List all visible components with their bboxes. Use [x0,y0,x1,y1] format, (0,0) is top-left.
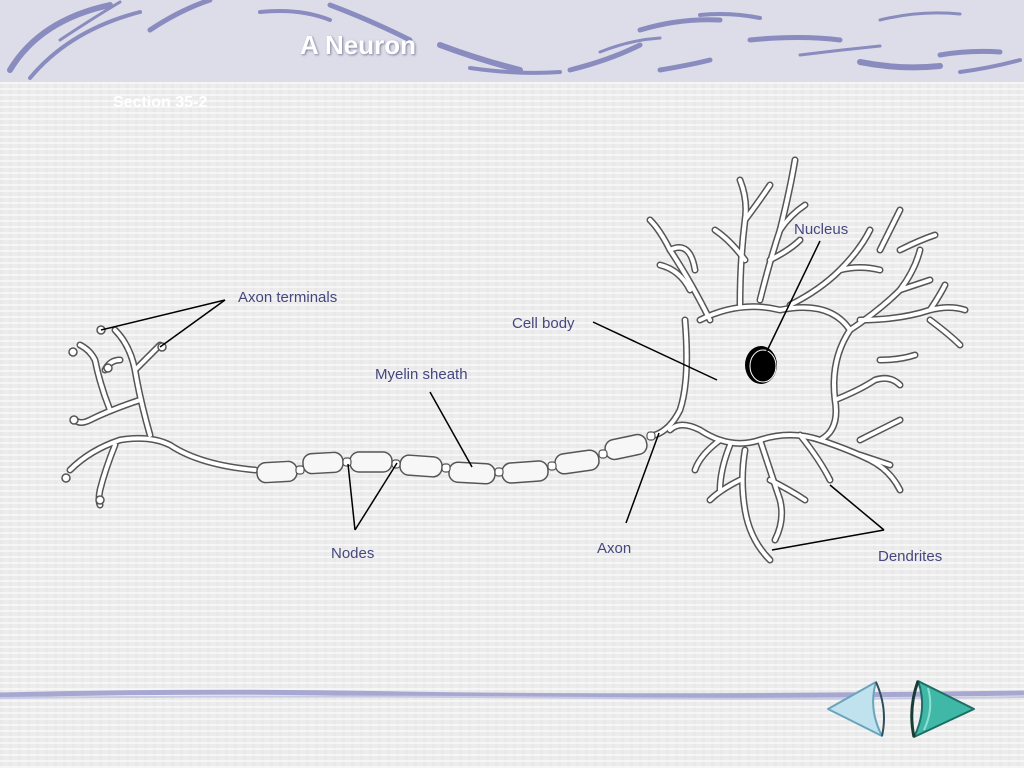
section-label: Section 35-2 [113,94,208,111]
label-myelin-sheath: Myelin sheath [375,366,468,383]
leader-nucleus [764,240,821,356]
previous-slide-button[interactable] [826,680,888,738]
leader-lines [100,240,885,551]
label-axon: Axon [597,540,632,557]
slide-title: A Neuron [300,30,417,60]
header-band [0,0,1024,82]
decorative-brush-strokes [7,0,1022,80]
right-arrow-icon [910,680,975,738]
leader-nodes-2 [354,462,398,531]
leader-axon [625,432,660,524]
leader-dendrites-2 [771,529,885,551]
paper-background [0,80,1024,768]
next-slide-button[interactable] [908,678,978,740]
label-nodes: Nodes [331,545,375,562]
leader-dendrites-1 [829,484,885,531]
nucleus-highlight [749,349,777,383]
leader-axon-terminals-2 [159,299,226,348]
leader-nodes-1 [347,463,356,531]
label-nucleus: Nucleus [794,221,849,238]
label-cell-body: Cell body [512,315,575,332]
label-axon-terminals: Axon terminals [238,289,338,306]
leader-axon-terminals-1 [100,299,226,331]
leader-myelin-sheath [429,391,473,468]
leader-cell-body [592,321,718,381]
neuron-outline [66,156,969,564]
myelin-sheath-segments [256,433,648,485]
left-arrow-icon [827,681,885,737]
label-dendrites: Dendrites [878,548,943,565]
